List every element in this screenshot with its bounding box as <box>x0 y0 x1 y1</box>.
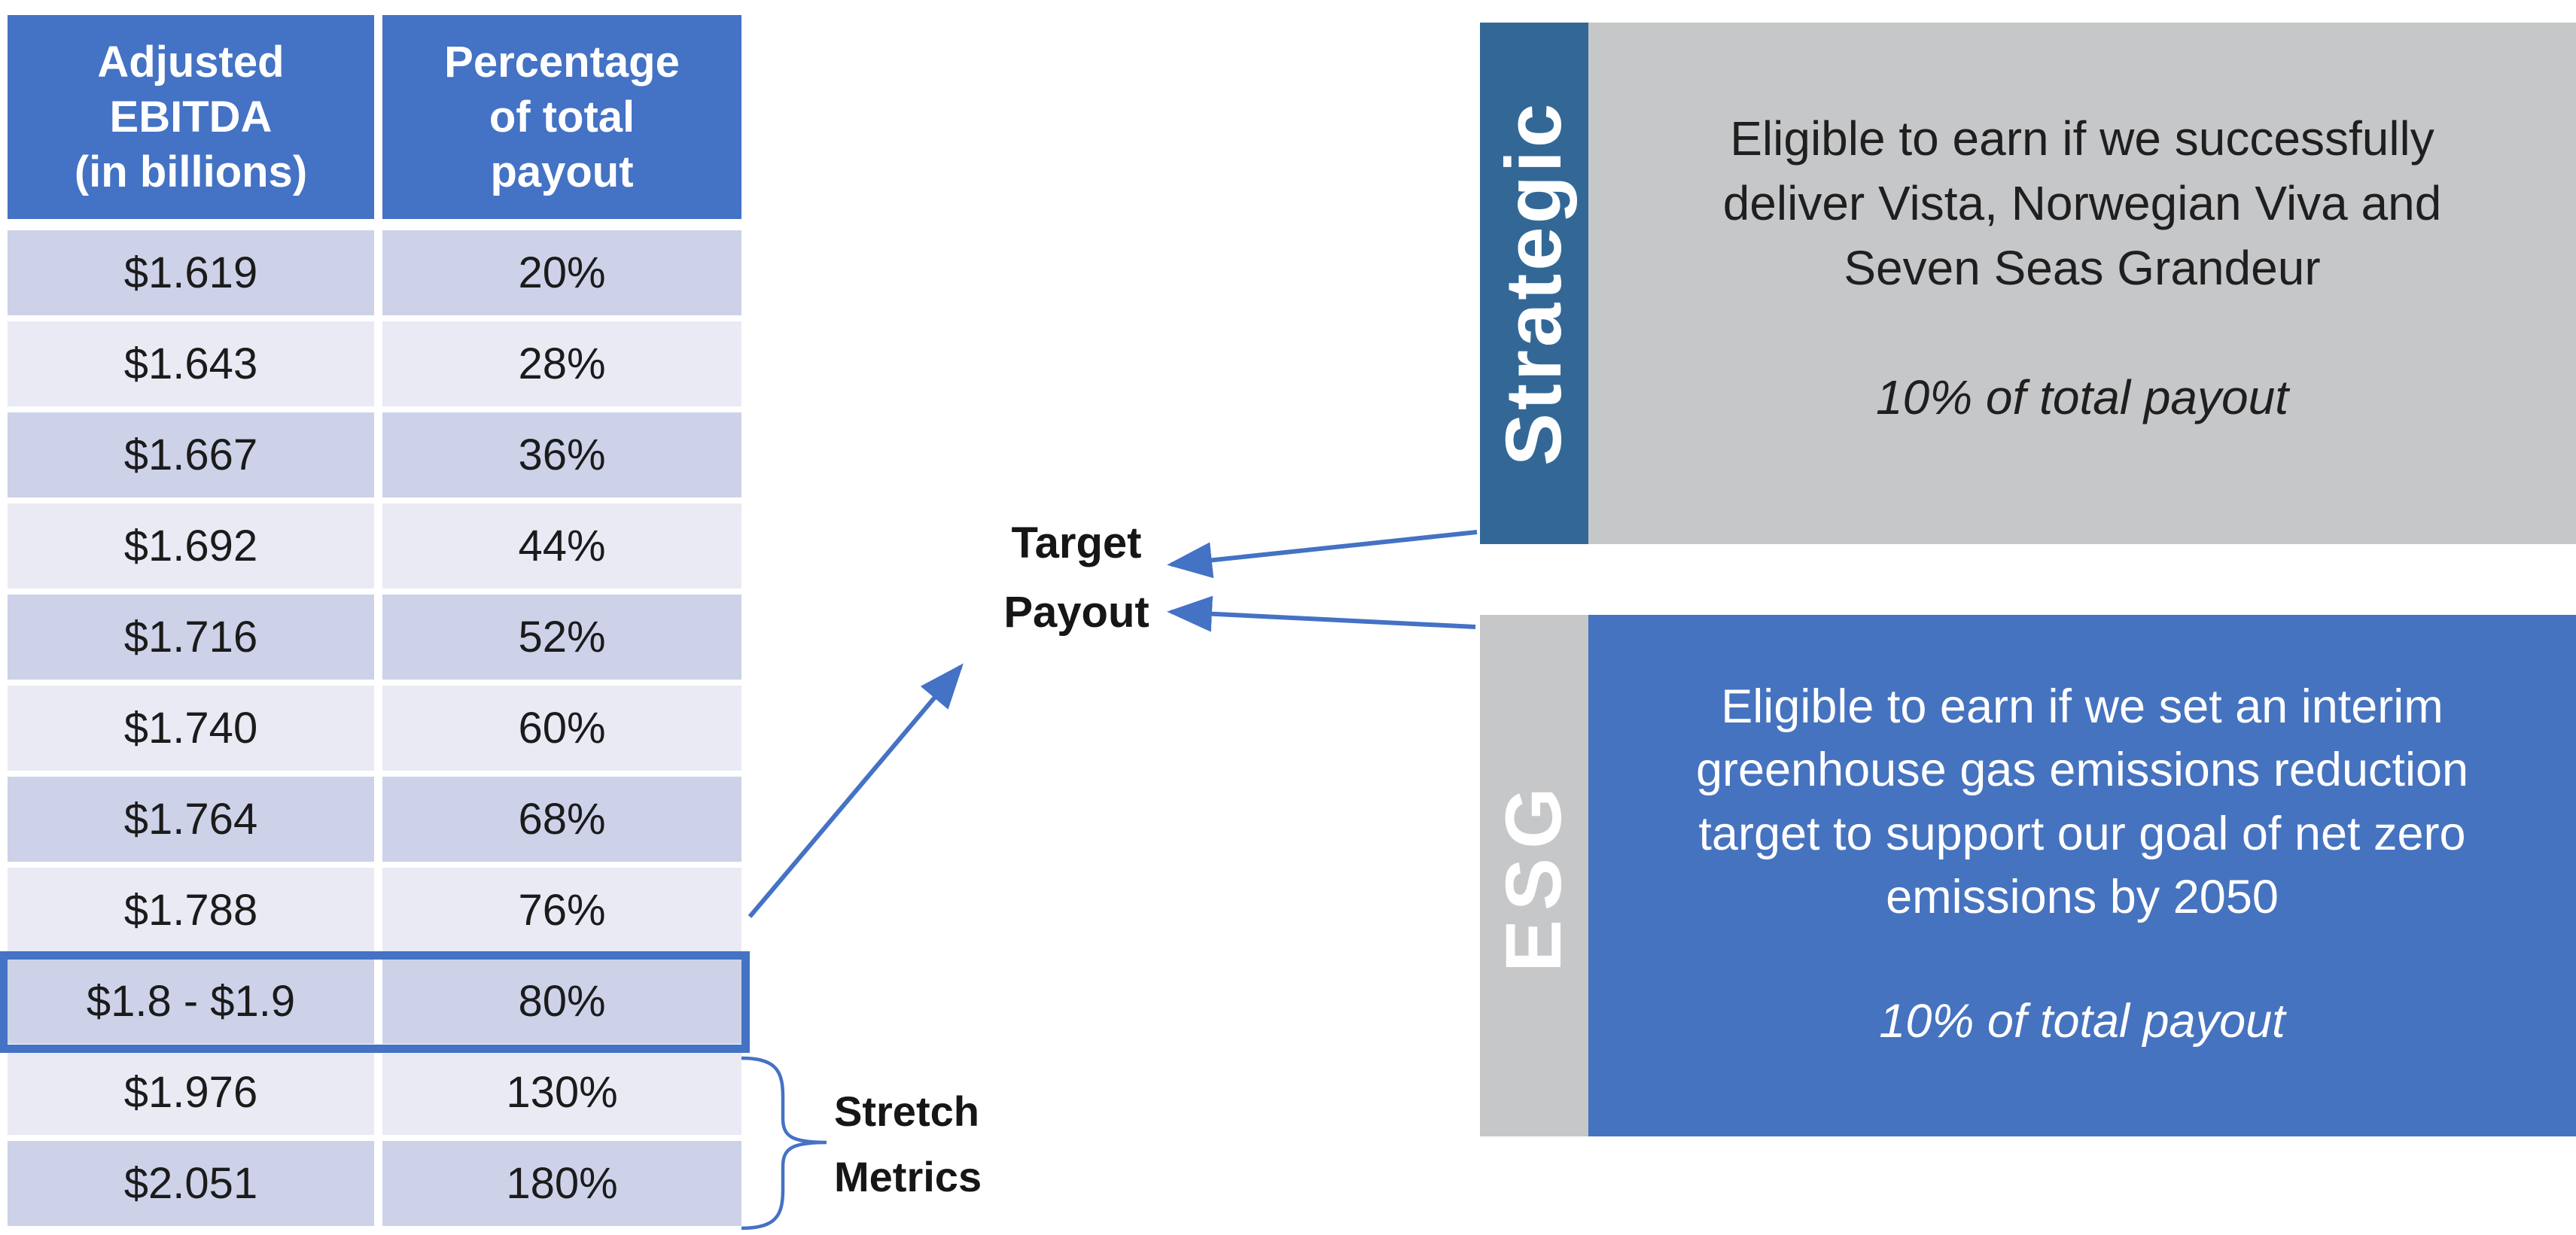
esg-to-target-arrow <box>1167 595 1476 632</box>
table-cell-ebitda: $1.692 <box>8 503 374 589</box>
table-cell-payout: 44% <box>382 503 741 589</box>
table-cell-payout: 68% <box>382 777 741 862</box>
table-cell-payout: 76% <box>382 868 741 953</box>
table-cell-payout: 36% <box>382 412 741 497</box>
target-payout-label: Target Payout <box>1003 519 1149 637</box>
table-header-ebitda: Adjusted EBITDA (in billions) <box>8 15 374 219</box>
table-cell-ebitda: $1.976 <box>8 1050 374 1135</box>
table-cell-payout: 60% <box>382 686 741 771</box>
table-cell-ebitda: $1.740 <box>8 686 374 771</box>
strategic-box-body: Eligible to earn if we successfully deli… <box>1588 23 2576 544</box>
strategic-callout-box: Strategic Eligible to earn if we success… <box>1477 23 2576 544</box>
strategic-box-text: Eligible to earn if we successfully deli… <box>1722 111 2442 295</box>
strategic-side-label: Strategic <box>1477 23 1588 544</box>
esg-callout-box: ESG Eligible to earn if we set an interi… <box>1477 615 2576 1136</box>
table-cell-ebitda: $1.764 <box>8 777 374 862</box>
table-cell-ebitda: $1.716 <box>8 595 374 680</box>
table-cell-ebitda: $1.8 - $1.9 <box>8 959 374 1044</box>
table-header-row: Adjusted EBITDA (in billions) Percentage… <box>8 15 741 219</box>
table-cell-ebitda: $1.788 <box>8 868 374 953</box>
esg-payout-note: 10% of total payout <box>1879 994 2285 1048</box>
table-cell-ebitda: $1.619 <box>8 230 374 315</box>
table-cell-payout: 28% <box>382 321 741 406</box>
table-cell-payout: 52% <box>382 595 741 680</box>
table-cell-payout: 180% <box>382 1141 741 1226</box>
strategic-to-target-arrow <box>1167 530 1478 579</box>
esg-box-body: Eligible to earn if we set an interim gr… <box>1588 615 2576 1136</box>
table-cell-ebitda: $2.051 <box>8 1141 374 1226</box>
table-header-payout: Percentage of total payout <box>382 15 741 219</box>
ebitda-payout-table: Adjusted EBITDA (in billions) Percentage… <box>0 15 750 1232</box>
esg-side-label: ESG <box>1477 615 1588 1136</box>
table-cell-payout: 20% <box>382 230 741 315</box>
stretch-metrics-brace <box>741 1056 827 1230</box>
table-cell-payout: 80% <box>382 959 741 1044</box>
table-cell-ebitda: $1.643 <box>8 321 374 406</box>
esg-box-text: Eligible to earn if we set an interim gr… <box>1695 680 2469 924</box>
table-cell-payout: 130% <box>382 1050 741 1135</box>
strategic-payout-note: 10% of total payout <box>1876 370 2288 425</box>
stretch-metrics-label: Stretch Metrics <box>834 1087 982 1200</box>
table-to-target-arrow <box>748 663 964 918</box>
table-cell-ebitda: $1.667 <box>8 412 374 497</box>
